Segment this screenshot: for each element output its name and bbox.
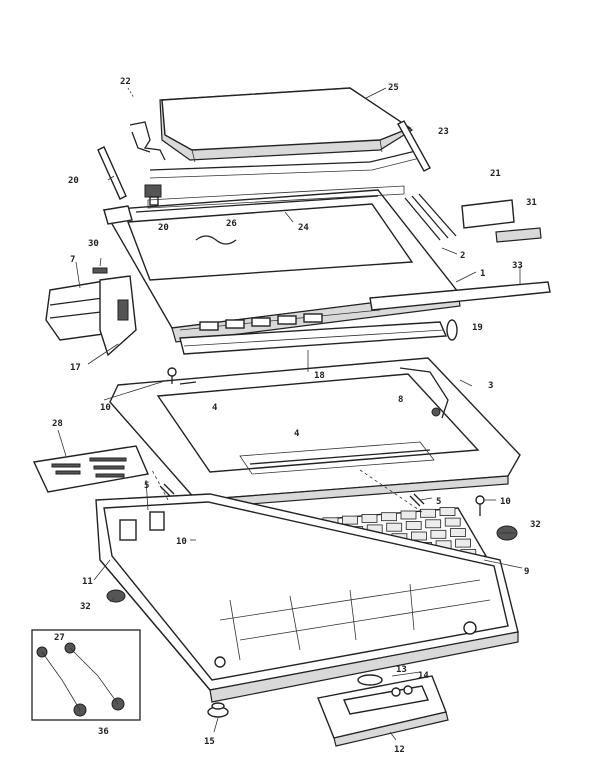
callout-4-left: 4 xyxy=(212,403,218,413)
key-cap xyxy=(439,507,456,517)
spring-5-left xyxy=(159,483,175,497)
callout-11: 11 xyxy=(82,577,93,587)
key-cap xyxy=(455,538,472,548)
callout-5-right: 5 xyxy=(436,497,441,507)
callout-10-upper: 10 xyxy=(100,403,111,413)
callout-5-left: 5 xyxy=(144,481,149,491)
label-plate-21 xyxy=(461,199,515,229)
callout-10-right: 10 xyxy=(500,497,511,507)
foot-15 xyxy=(207,702,229,718)
key-cap xyxy=(449,528,466,537)
upper-housing xyxy=(102,185,461,343)
key-cap xyxy=(425,519,442,529)
callout-17: 17 xyxy=(70,363,81,373)
top-cover-lid xyxy=(149,87,421,179)
callout-24: 24 xyxy=(298,223,309,233)
callout-30: 30 xyxy=(88,239,99,249)
callout-20-center: 20 xyxy=(158,223,169,233)
side-trim-strip-right xyxy=(397,120,431,172)
inner-frame xyxy=(109,357,521,509)
callout-31: 31 xyxy=(526,198,537,208)
screw-10-right xyxy=(475,495,485,516)
side-trim-strip-left xyxy=(97,146,127,200)
key-cap xyxy=(430,529,447,539)
callout-2: 2 xyxy=(460,251,465,261)
label-sheet-28 xyxy=(32,445,149,493)
callout-14: 14 xyxy=(418,671,429,681)
callout-4-center: 4 xyxy=(294,429,300,439)
callout-10-lower: 10 xyxy=(176,537,187,547)
screw-10-top xyxy=(167,367,197,385)
callout-27: 27 xyxy=(54,633,65,643)
foot-pad-32-left xyxy=(106,589,126,603)
foot-pad-32-right xyxy=(496,525,518,541)
key-cap xyxy=(361,514,378,523)
key-cap xyxy=(405,521,422,530)
callout-23: 23 xyxy=(438,127,449,137)
key-cap xyxy=(410,531,427,541)
key-cap xyxy=(420,508,436,518)
key-cap xyxy=(386,522,403,532)
key-cap xyxy=(342,515,358,525)
callout-19: 19 xyxy=(472,323,483,333)
screws-14 xyxy=(391,685,413,697)
callout-21: 21 xyxy=(490,169,501,179)
side-gear-assembly-7 xyxy=(45,275,137,357)
callout-32-right: 32 xyxy=(530,520,541,530)
callout-7: 7 xyxy=(70,255,75,265)
callout-20-left: 20 xyxy=(68,176,79,186)
spring-5-right xyxy=(409,493,425,507)
callout-33: 33 xyxy=(512,261,523,271)
hinge-bracket-left xyxy=(129,121,166,161)
callout-13: 13 xyxy=(396,665,407,675)
callout-22: 22 xyxy=(120,77,131,87)
key-cap xyxy=(444,517,461,527)
callout-9: 9 xyxy=(524,567,529,577)
callout-12: 12 xyxy=(394,745,405,755)
callout-8: 8 xyxy=(398,395,403,405)
carry-handle xyxy=(317,675,449,747)
callout-26: 26 xyxy=(226,219,237,229)
clip-30 xyxy=(92,267,108,274)
callout-28: 28 xyxy=(52,419,63,429)
callout-32-left: 32 xyxy=(80,602,91,612)
key-cap xyxy=(400,510,417,520)
oval-plate-13 xyxy=(357,674,383,686)
ring-part-19 xyxy=(446,319,458,341)
callout-25: 25 xyxy=(388,83,399,93)
base-housing xyxy=(95,493,519,703)
roller-bar xyxy=(179,321,448,355)
callout-18: 18 xyxy=(314,371,325,381)
inset-detail-box xyxy=(31,629,141,721)
callout-1: 1 xyxy=(480,269,485,279)
callout-15: 15 xyxy=(204,737,215,747)
leader-lines xyxy=(57,87,523,741)
label-strip-31 xyxy=(495,227,542,243)
callout-36: 36 xyxy=(98,727,109,737)
callout-labels: 22 25 23 20 21 31 20 26 24 2 30 7 1 33 1… xyxy=(52,77,541,755)
front-trim-bar-33 xyxy=(369,281,551,311)
callout-3: 3 xyxy=(488,381,493,391)
key-cap xyxy=(381,512,397,522)
latch-knob xyxy=(144,184,162,206)
